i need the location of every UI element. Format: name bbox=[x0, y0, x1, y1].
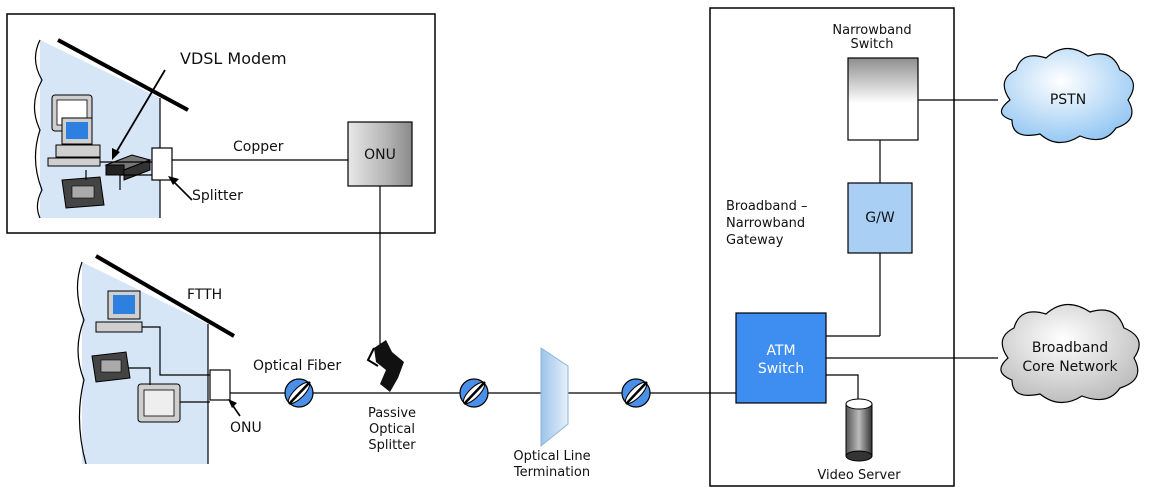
atm-switch-label-2: Switch bbox=[758, 361, 804, 377]
pstn-label: PSTN bbox=[1050, 92, 1086, 108]
fiber-coil-icon-2 bbox=[459, 378, 489, 408]
olt-label-1: Optical Line bbox=[513, 449, 590, 464]
gateway-desc-label-1: Broadband – bbox=[726, 199, 808, 214]
broadband-core-label-2: Core Network bbox=[1022, 359, 1118, 375]
onu-box bbox=[347, 121, 413, 187]
splitter-label: Splitter bbox=[192, 188, 243, 204]
ftth-label: FTTH bbox=[187, 287, 222, 303]
passive-optical-splitter-label-2: Optical bbox=[369, 422, 415, 437]
passive-optical-splitter-label-1: Passive bbox=[368, 406, 416, 421]
atm-switch-label-1: ATM bbox=[766, 343, 795, 359]
vdsl-modem-label: VDSL Modem bbox=[180, 49, 287, 68]
olt-icon bbox=[540, 347, 569, 448]
ftth-onu-box bbox=[209, 369, 231, 401]
onu-box-label: ONU bbox=[364, 147, 396, 163]
splitter-box bbox=[151, 147, 173, 181]
olt-label-2: Termination bbox=[513, 465, 590, 480]
ftth-computer-icon bbox=[95, 290, 143, 333]
copper-label: Copper bbox=[233, 139, 284, 155]
gateway-box-label: G/W bbox=[865, 210, 895, 226]
narrowband-switch-label-1: Narrowband bbox=[832, 23, 911, 38]
passive-optical-splitter-label-3: Splitter bbox=[368, 438, 416, 453]
computer-icon bbox=[47, 117, 101, 167]
narrowband-switch-box bbox=[847, 57, 919, 141]
gateway-box bbox=[847, 182, 913, 254]
video-server-icon bbox=[845, 398, 873, 462]
central-office-frame bbox=[709, 7, 955, 487]
ftth-onu-label: ONU bbox=[230, 420, 262, 436]
gateway-desc-label-2: Narrowband bbox=[726, 216, 805, 231]
broadband-core-cloud bbox=[1000, 303, 1140, 404]
video-server-label: Video Server bbox=[817, 468, 901, 483]
passive-optical-splitter-icon bbox=[366, 340, 404, 392]
atm-switch-box bbox=[735, 312, 827, 404]
vdsl-premises-frame bbox=[6, 13, 436, 234]
fiber-coil-icon-1 bbox=[284, 378, 314, 408]
optical-fiber-label: Optical Fiber bbox=[253, 358, 341, 374]
pstn-cloud bbox=[1000, 47, 1135, 144]
phone-icon bbox=[61, 176, 105, 209]
ftth-tv-icon bbox=[137, 383, 181, 423]
ftth-phone-icon bbox=[91, 351, 131, 383]
gateway-desc-label-3: Gateway bbox=[726, 233, 784, 248]
broadband-core-label-1: Broadband bbox=[1032, 340, 1108, 356]
narrowband-switch-label-2: Switch bbox=[851, 37, 894, 52]
fiber-coil-icon-3 bbox=[621, 378, 651, 408]
